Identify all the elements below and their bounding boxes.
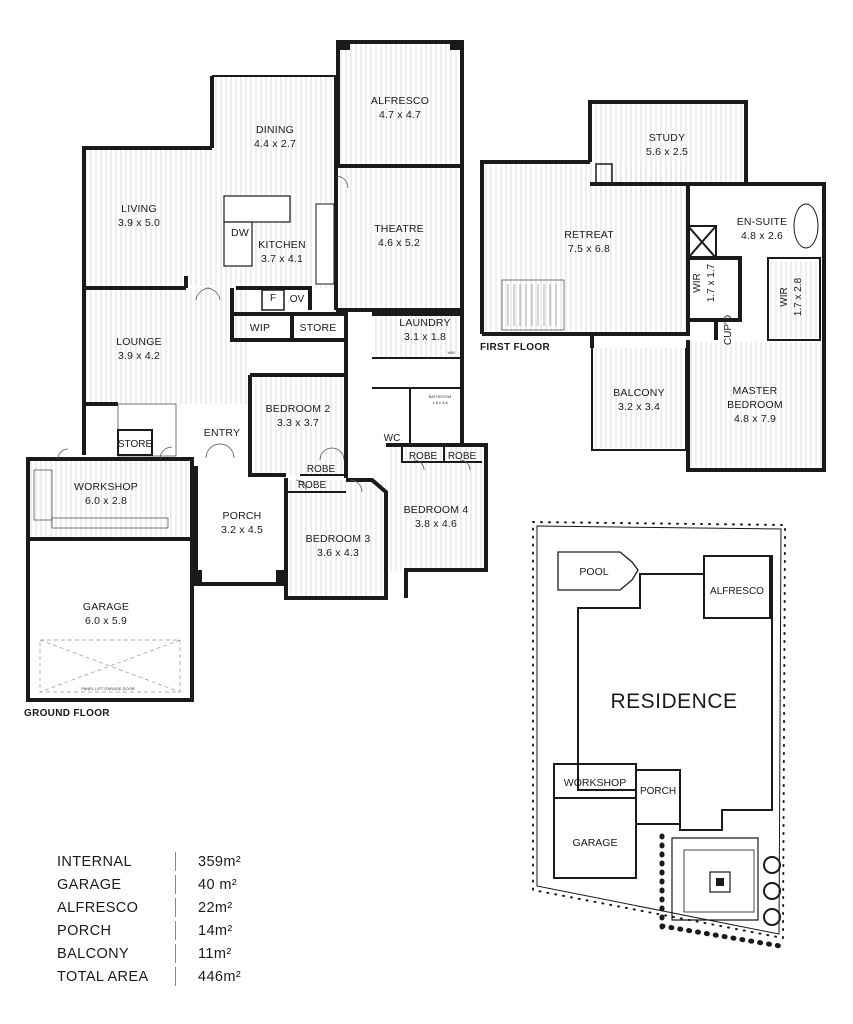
label-dishwasher: DW [231, 227, 249, 239]
area-value: 14m² [198, 922, 233, 939]
area-value: 446m² [198, 968, 242, 985]
label-bathroom: BATHROOM [429, 394, 452, 399]
room-name-bedroom3: BEDROOM 3 [306, 533, 371, 545]
first-floor-plan [480, 100, 826, 472]
label-store-2: STORE [118, 439, 153, 450]
room-name-balcony: BALCONY [613, 387, 665, 399]
label-robe-bed3: ROBE [298, 480, 327, 491]
room-size-wir2: 1.7 x 2.8 [793, 277, 804, 316]
label-bathroom-size: 1.8 x 3.6 [432, 400, 448, 405]
ground-floor-label: GROUND FLOOR [24, 708, 110, 719]
room-name-master-2: BEDROOM [727, 399, 783, 411]
area-row: ALFRESCO 22m² [57, 896, 257, 919]
room-name-wir1: WIR [692, 273, 703, 292]
area-label: ALFRESCO [57, 899, 139, 916]
room-name-retreat: RETREAT [564, 229, 614, 241]
room-size-wir1: 1.7 x 1.7 [706, 263, 717, 302]
area-row: PORCH 14m² [57, 919, 257, 942]
area-row: TOTAL AREA 446m² [57, 965, 257, 988]
label-robe-bed4b: ROBE [448, 451, 477, 462]
label-wip: WIP [250, 322, 270, 334]
area-value: 11m² [198, 945, 232, 962]
room-size-dining: 4.4 x 2.7 [254, 138, 296, 150]
label-fridge: F [270, 293, 276, 304]
area-label: TOTAL AREA [57, 968, 149, 985]
site-pool-label: POOL [579, 566, 608, 578]
room-name-lounge: LOUNGE [116, 336, 162, 348]
label-washing-machine: WM [447, 350, 454, 355]
room-name-ensuite: EN-SUITE [737, 216, 788, 228]
room-name-bedroom4: BEDROOM 4 [404, 504, 469, 516]
area-row: BALCONY 11m² [57, 942, 257, 965]
label-wc: WC [384, 433, 401, 444]
site-plan [532, 520, 787, 949]
site-garage-label: GARAGE [573, 837, 618, 849]
room-size-garage: 6.0 x 5.9 [85, 615, 127, 627]
room-name-garage: GARAGE [83, 601, 129, 613]
site-residence-label: RESIDENCE [610, 690, 737, 713]
site-workshop-label: WORKSHOP [564, 777, 626, 789]
room-name-workshop: WORKSHOP [74, 481, 138, 493]
room-size-master: 4.8 x 7.9 [734, 413, 776, 425]
room-size-theatre: 4.6 x 5.2 [378, 237, 420, 249]
area-value: 40 m² [198, 876, 238, 893]
room-size-bedroom3: 3.6 x 4.3 [317, 547, 359, 559]
room-size-kitchen: 3.7 x 4.1 [261, 253, 303, 265]
room-name-living: LIVING [121, 203, 157, 215]
room-size-porch: 3.2 x 4.5 [221, 524, 263, 536]
room-size-workshop: 6.0 x 2.8 [85, 495, 127, 507]
room-size-lounge: 3.9 x 4.2 [118, 350, 160, 362]
site-alfresco-label: ALFRESCO [710, 586, 764, 597]
area-row: INTERNAL 359m² [57, 850, 257, 873]
room-size-living: 3.9 x 5.0 [118, 217, 160, 229]
room-size-ensuite: 4.8 x 2.6 [741, 230, 783, 242]
label-oven: OV [290, 294, 305, 305]
area-label: PORCH [57, 922, 112, 939]
area-label: GARAGE [57, 876, 122, 893]
label-robe-bed4a: ROBE [409, 451, 438, 462]
area-summary-table: INTERNAL 359m² GARAGE 40 m² ALFRESCO 22m² P… [57, 850, 257, 988]
area-label: BALCONY [57, 945, 130, 962]
room-name-wir2: WIR [779, 287, 790, 306]
first-floor-label: FIRST FLOOR [480, 342, 550, 353]
room-size-study: 5.6 x 2.5 [646, 146, 688, 158]
ground-floor-plan [26, 40, 488, 702]
room-name-study: STUDY [649, 132, 686, 144]
room-size-balcony: 3.2 x 3.4 [618, 401, 660, 413]
label-entry: ENTRY [204, 427, 240, 439]
area-value: 22m² [198, 899, 233, 916]
room-name-master: MASTER [733, 385, 778, 397]
room-name-porch: PORCH [223, 510, 262, 522]
room-name-laundry: LAUNDRY [399, 317, 450, 329]
area-value: 359m² [198, 853, 242, 870]
room-name-bedroom2: BEDROOM 2 [266, 403, 331, 415]
room-size-alfresco: 4.7 x 4.7 [379, 109, 421, 121]
room-size-laundry: 3.1 x 1.8 [404, 331, 446, 343]
area-label: INTERNAL [57, 853, 132, 870]
room-name-alfresco: ALFRESCO [371, 95, 429, 107]
site-porch-label: PORCH [640, 786, 676, 797]
room-name-dining: DINING [256, 124, 294, 136]
label-cupboard: CUP'D [723, 315, 734, 345]
label-robe-bed2: ROBE [307, 464, 336, 475]
room-name-kitchen: KITCHEN [258, 239, 306, 251]
area-row: GARAGE 40 m² [57, 873, 257, 896]
room-size-bedroom4: 3.8 x 4.6 [415, 518, 457, 530]
label-garage-door: PANEL LIFT GARAGE DOOR [81, 686, 134, 691]
room-size-bedroom2: 3.3 x 3.7 [277, 417, 319, 429]
room-size-retreat: 7.5 x 6.8 [568, 243, 610, 255]
label-store: STORE [300, 322, 337, 334]
room-name-theatre: THEATRE [374, 223, 424, 235]
